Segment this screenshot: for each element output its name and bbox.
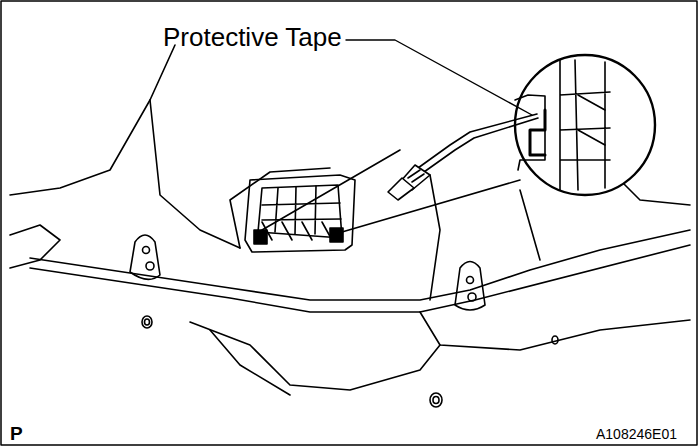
clip-hole [146,262,154,270]
clip-hole [467,277,474,284]
tape-mark [254,230,267,244]
panel-edge [10,45,175,195]
panel-edge [420,312,690,350]
hole [552,336,558,344]
clip-tab [130,235,160,279]
panel-edge [210,330,290,395]
clip-hole [143,247,150,254]
screwdriver-handle [408,170,424,182]
view-code: P [10,424,23,443]
panel-edge [30,245,690,312]
panel-edge [430,175,440,300]
grille-slats [262,186,341,234]
panel-edge [150,100,240,248]
figure-id: A108246E01 [596,427,677,441]
grille-detail [578,95,605,145]
leader-line [346,40,532,115]
screwdriver-shaft [418,114,537,168]
detail-leader [262,150,520,232]
hole [430,393,442,407]
hole [145,319,150,325]
panel-edge [30,230,690,300]
detail-circle [515,55,655,195]
panel-edge [190,322,440,390]
housing-detail [515,95,545,170]
tape-detail [530,110,545,155]
hole [142,316,152,328]
screwdriver-handle [388,178,414,200]
screwdriver-shaft [424,118,538,172]
grille-detail [560,60,610,190]
hole [433,397,439,404]
tape-mark [330,228,343,242]
panel-edge [520,190,540,260]
clip-hole [468,293,476,301]
clip-tab [455,262,485,311]
part-name: Protective Tape [163,24,342,50]
